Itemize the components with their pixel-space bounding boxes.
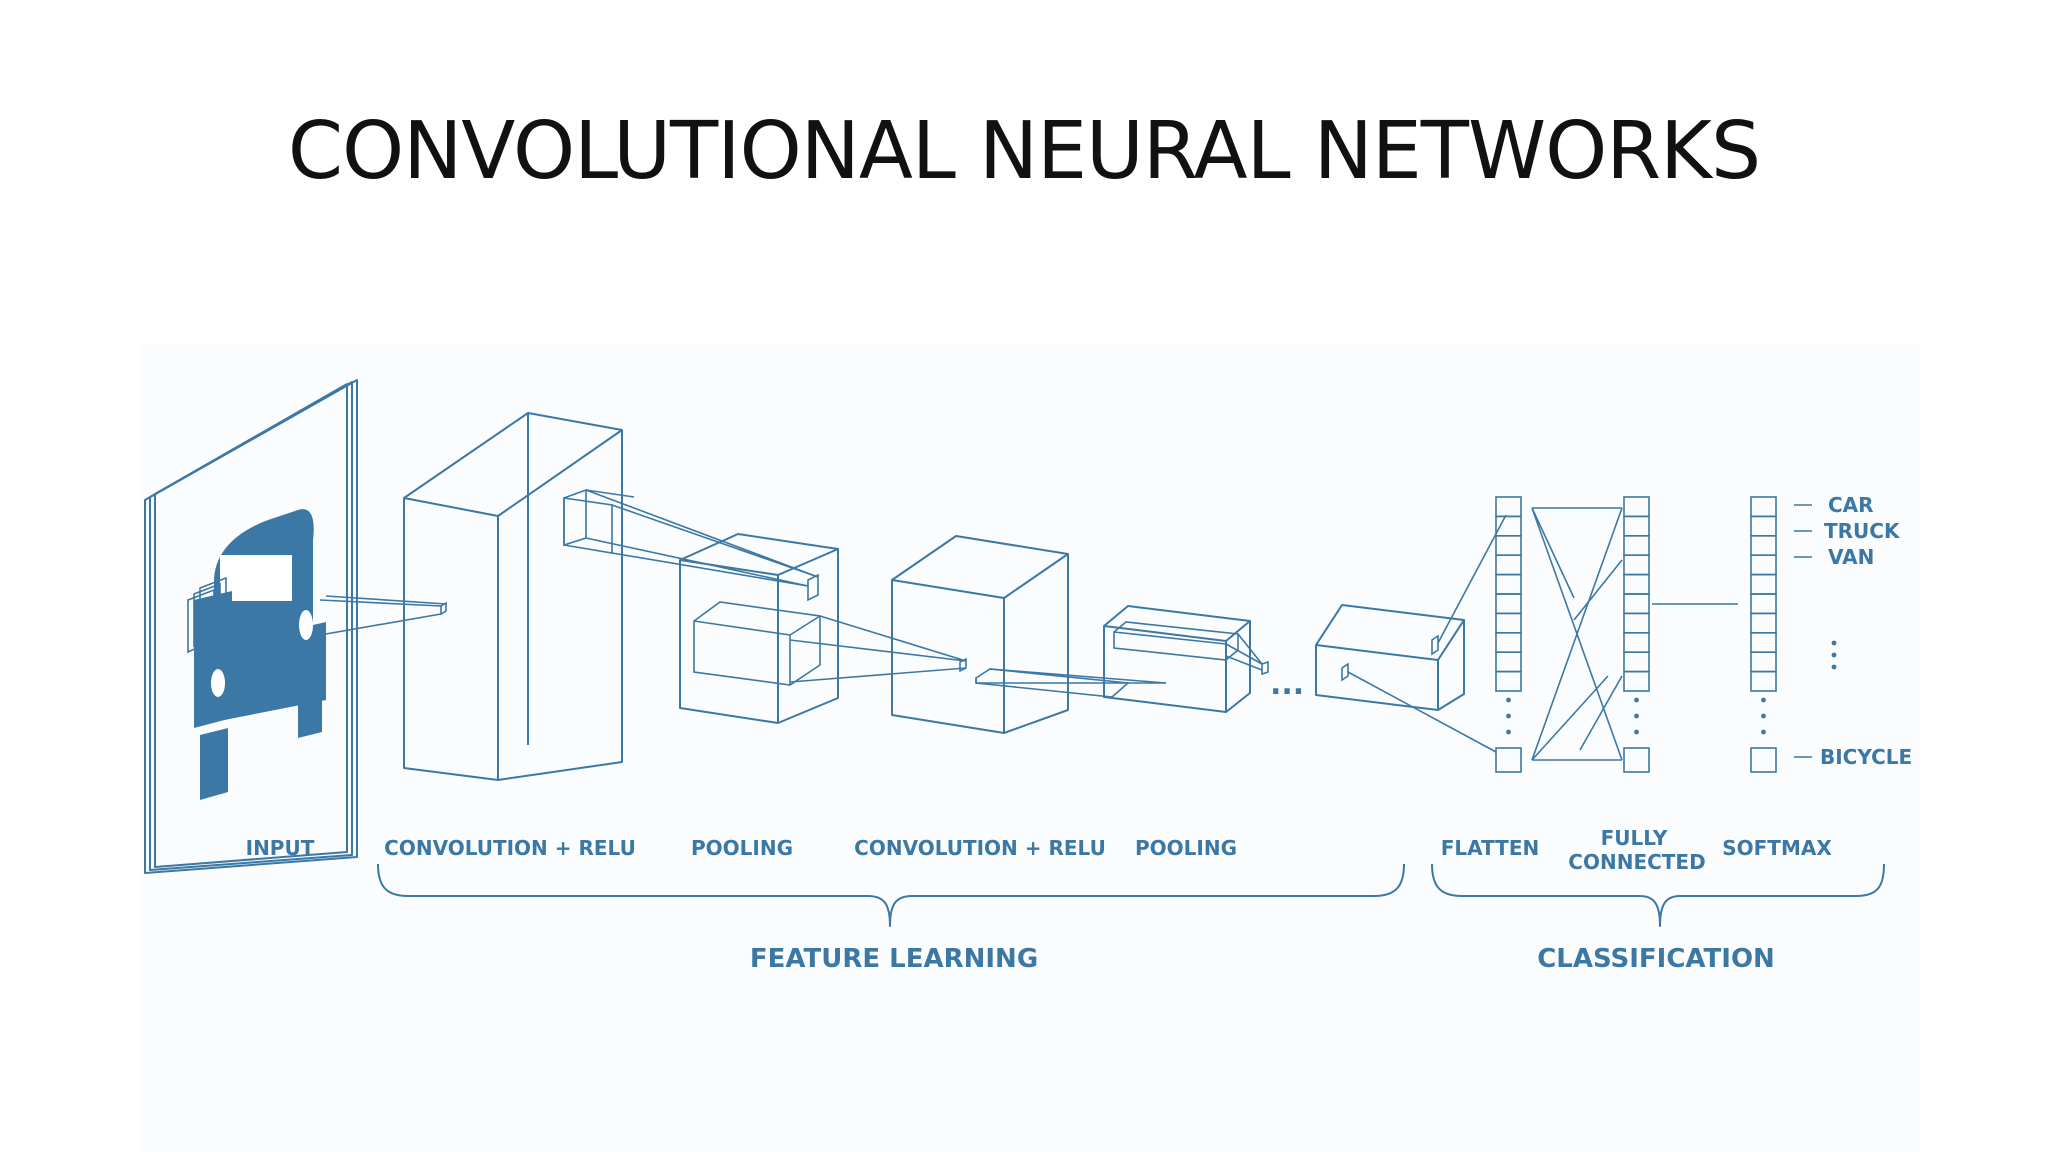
softmax-column [1750, 496, 1777, 773]
label-conv2: CONVOLUTION + RELU [854, 836, 1106, 860]
flatten-neuron [1495, 651, 1522, 673]
input-image [144, 379, 447, 874]
label-pool2: POOLING [1135, 836, 1237, 860]
softmax-neuron [1750, 651, 1777, 673]
group-label-classification: CLASSIFICATION [1537, 944, 1775, 974]
softmax-neuron [1750, 670, 1777, 692]
fc-neuron [1623, 515, 1650, 537]
output-label-bicycle: BICYCLE [1820, 745, 1912, 769]
fc-ellipsis-dot [1634, 713, 1639, 719]
softmax-neuron [1750, 631, 1777, 653]
label-flatten: FLATTEN [1441, 836, 1539, 860]
fc-neuron [1623, 534, 1650, 556]
softmax-neuron [1750, 515, 1777, 537]
conv2-volume [891, 535, 1167, 734]
flatten-neuron [1495, 593, 1522, 615]
flatten-ellipsis-dot [1506, 697, 1511, 703]
flatten-neuron [1495, 496, 1522, 518]
fc-neuron [1623, 631, 1650, 653]
flatten-neuron [1495, 670, 1522, 692]
fc-connections [1531, 507, 1738, 761]
flatten-neuron [1495, 631, 1522, 653]
flatten-ellipsis-dot [1506, 713, 1511, 719]
flatten-neuron [1495, 612, 1522, 634]
output-ellipsis [1831, 640, 1837, 670]
output-label-van: VAN [1828, 545, 1874, 569]
label-pool1: POOLING [691, 836, 793, 860]
label-softmax: SOFTMAX [1722, 836, 1832, 860]
label-conv1: CONVOLUTION + RELU [384, 836, 636, 860]
output-labels: CAR TRUCK VAN BICYCLE [1794, 493, 1912, 769]
fc-neuron-last [1623, 747, 1650, 773]
slide-title: CONVOLUTIONAL NEURAL NETWORKS [287, 105, 1761, 197]
group-label-feature-learning: FEATURE LEARNING [750, 944, 1038, 974]
fc-neuron [1623, 612, 1650, 634]
fc-neuron [1623, 651, 1650, 673]
fc-neuron [1623, 593, 1650, 615]
fc-ellipsis-dot [1634, 697, 1639, 703]
feature-learning-brace [377, 863, 1405, 927]
flatten-neuron [1495, 534, 1522, 556]
softmax-ellipsis-dot [1761, 713, 1766, 719]
softmax-ellipsis-dot [1761, 697, 1766, 703]
label-input: INPUT [246, 836, 315, 860]
fc-neuron [1623, 554, 1650, 576]
softmax-ellipsis-dot [1761, 729, 1766, 735]
classification-brace [1431, 863, 1885, 927]
pool1-volume [679, 533, 967, 724]
softmax-neuron-last [1750, 747, 1777, 773]
label-fc-line2: CONNECTED [1568, 850, 1705, 874]
softmax-neuron [1750, 554, 1777, 576]
softmax-neuron [1750, 593, 1777, 615]
output-label-car: CAR [1828, 493, 1874, 517]
flatten-ellipsis-dot [1506, 729, 1511, 735]
output-label-truck: TRUCK [1824, 519, 1901, 543]
softmax-neuron [1750, 612, 1777, 634]
fc-neuron [1623, 496, 1650, 518]
flatten-column [1495, 496, 1522, 773]
flatten-neuron [1495, 554, 1522, 576]
softmax-neuron [1750, 496, 1777, 518]
label-fc-line1: FULLY [1601, 826, 1668, 850]
layer-labels: INPUT CONVOLUTION + RELU POOLING CONVOLU… [246, 826, 1833, 874]
car-icon [187, 509, 326, 800]
softmax-neuron [1750, 534, 1777, 556]
flatten-neuron-last [1495, 747, 1522, 773]
flatten-neuron [1495, 573, 1522, 595]
layer-ellipsis: ... [1270, 667, 1304, 702]
fully-connected-column [1623, 496, 1650, 773]
fc-neuron [1623, 573, 1650, 595]
fc-ellipsis-dot [1634, 729, 1639, 735]
last-feature-volume [1315, 514, 1507, 753]
pool2-volume [1103, 605, 1269, 713]
softmax-neuron [1750, 573, 1777, 595]
conv1-volume [403, 412, 819, 781]
fc-neuron [1623, 670, 1650, 692]
